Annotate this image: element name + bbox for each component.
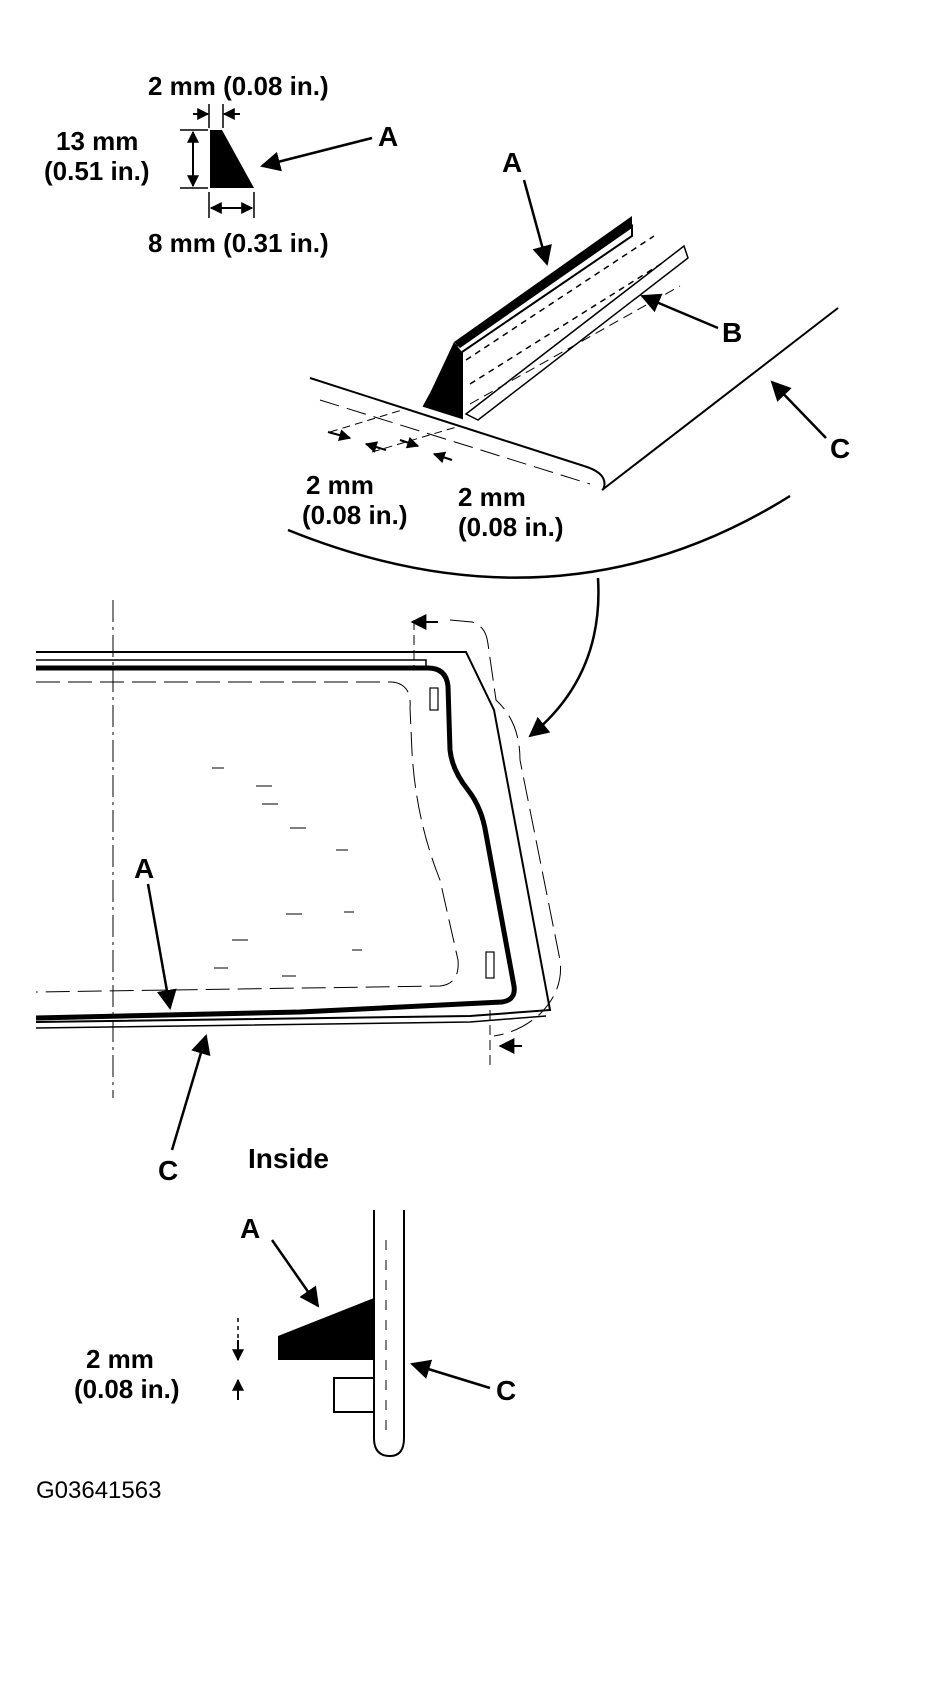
section-spacer [278, 1298, 374, 1360]
callout-b-strip: B [722, 317, 742, 348]
gap-left-in-label: (0.08 in.) [302, 500, 407, 530]
callout-c-window: C [158, 1155, 178, 1186]
gap-left-mm-label: 2 mm [306, 470, 374, 500]
section-glass [373, 1210, 405, 1458]
section-view: Inside A C 2 mm (0.08 in.) [74, 1143, 516, 1458]
section-offset-mm: 2 mm [86, 1344, 154, 1374]
callout-a-window: A [134, 853, 154, 884]
dim-height-mm-label: 13 mm [56, 126, 138, 156]
callout-c-section: C [496, 1375, 516, 1406]
section-offset-in: (0.08 in.) [74, 1374, 179, 1404]
section-title: Inside [248, 1143, 329, 1174]
spacer-profile-detail: 2 mm (0.08 in.) 13 mm (0.51 in.) 8 mm (0… [44, 71, 398, 258]
dim-bottom-label: 8 mm (0.31 in.) [148, 228, 329, 258]
callout-a-top: A [378, 121, 398, 152]
glass-edge-line [309, 377, 585, 467]
tape-strip [464, 244, 689, 421]
glass-outline [35, 651, 552, 1023]
strip-perspective-detail: A B C 2 mm (0.08 in.) 2 mm (0.08 in.) [287, 147, 850, 579]
callout-a-strip: A [502, 147, 522, 178]
callout-c-strip: C [830, 433, 850, 464]
detail-connector-arrow [528, 577, 600, 738]
section-molding [333, 1377, 375, 1413]
detail-boundary-arc [287, 494, 791, 579]
callout-a-section: A [240, 1213, 260, 1244]
spacer-outline [35, 665, 517, 1021]
window-glass-view: A C [35, 600, 562, 1186]
spacer-profile-shape [210, 130, 254, 188]
gap-right-mm-label: 2 mm [458, 482, 526, 512]
figure-code: G03641563 [36, 1477, 161, 1504]
gap-right-in-label: (0.08 in.) [458, 512, 563, 542]
dim-height-in-label: (0.51 in.) [44, 156, 149, 186]
dim-top-label: 2 mm (0.08 in.) [148, 71, 329, 101]
